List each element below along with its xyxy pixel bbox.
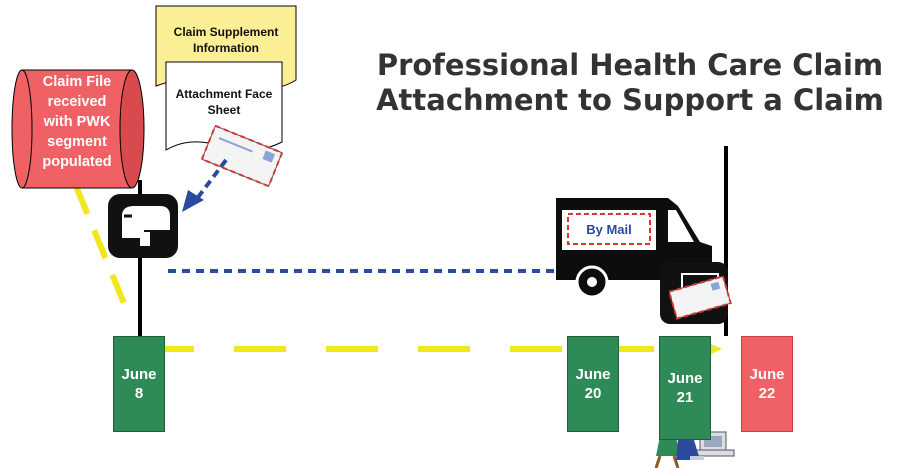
- date-box-june-21: June 21: [659, 336, 711, 440]
- date-day: 21: [676, 389, 694, 406]
- title-line-2: Attachment to Support a Claim: [376, 83, 884, 117]
- attachment-face-line: Sheet: [207, 103, 241, 117]
- date-month: June: [749, 366, 785, 383]
- date-day: 20: [584, 385, 602, 402]
- claim-file-label: Claim File received with PWK segment pop…: [22, 72, 132, 172]
- blue-envelope-arrow: [194, 158, 228, 202]
- yellow-connector-drum: [73, 184, 133, 320]
- envelope-icon-right: [667, 275, 732, 320]
- envelope-icon: [200, 124, 284, 188]
- date-box-june-22: June 22: [741, 336, 793, 432]
- mailbox-icon: [108, 194, 178, 258]
- claim-file-line: populated: [42, 154, 112, 170]
- claim-file-line: segment: [47, 134, 107, 150]
- date-month: June: [667, 370, 703, 387]
- claim-file-line: received: [47, 94, 107, 110]
- date-box-june-8: June 8: [113, 336, 165, 432]
- claim-file-drum: [11, 69, 145, 189]
- blue-envelope-arrowhead: [182, 190, 204, 212]
- claim-supplement-line: Information: [193, 41, 259, 55]
- claim-file-line: Claim File: [42, 74, 112, 90]
- attachment-face-label: Attachment Face Sheet: [168, 86, 280, 118]
- date-day: 22: [758, 385, 776, 402]
- claim-supplement-line: Claim Supplement: [173, 25, 279, 39]
- date-month: June: [121, 366, 157, 383]
- date-day: 8: [134, 385, 144, 402]
- date-month: June: [575, 366, 611, 383]
- date-box-june-20: June 20: [567, 336, 619, 432]
- claim-file-line: with PWK: [43, 114, 111, 130]
- title-line-1: Professional Health Care Claim: [376, 48, 884, 82]
- claim-supplement-label: Claim Supplement Information: [160, 24, 292, 56]
- page-title: Professional Health Care Claim Attachmen…: [360, 48, 900, 118]
- by-mail-label: By Mail: [586, 221, 632, 237]
- attachment-face-line: Attachment Face: [175, 87, 273, 101]
